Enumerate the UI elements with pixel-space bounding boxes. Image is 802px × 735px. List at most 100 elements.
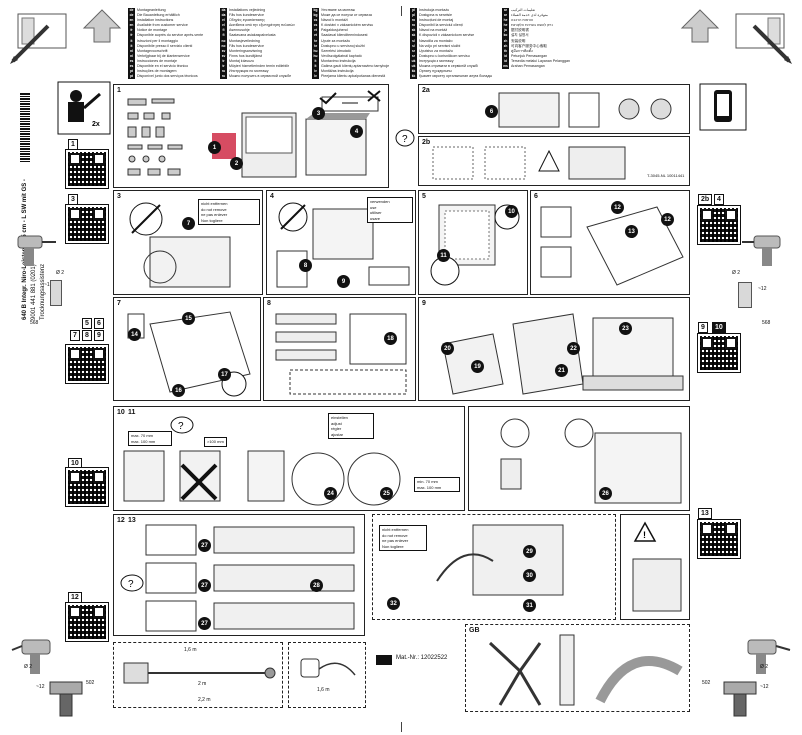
language-code: da xyxy=(220,8,227,14)
qr-code xyxy=(65,602,109,642)
language-text: Instrucțiuni de montaj xyxy=(419,18,454,23)
qr-code xyxy=(65,344,109,384)
drain-connection-diagram xyxy=(498,92,672,128)
language-code: no xyxy=(220,38,227,44)
step-number-badge: 9 xyxy=(337,275,350,288)
qr-index-label: 7 xyxy=(70,330,80,341)
hose-length-diagram xyxy=(123,662,276,684)
language-text: Montaj kılavuzu xyxy=(229,58,254,63)
step-number-badge: 28 xyxy=(310,579,323,592)
language-text: Instrucciones de montaje xyxy=(137,58,177,63)
language-text: Disponibile presso il servizio clienti xyxy=(137,43,193,48)
language-code: fr xyxy=(128,33,135,39)
language-code: hu xyxy=(312,53,319,59)
panel-number: 8 xyxy=(267,300,271,307)
language-text: Návod k montáži xyxy=(321,18,348,23)
qr-index-label: 13 xyxy=(698,508,712,519)
gap-note: >100 mm xyxy=(204,437,227,447)
language-code: ru xyxy=(220,69,227,75)
panel-number: 3 xyxy=(117,193,121,200)
step-panel-6: 6 12 13 12 xyxy=(530,190,690,295)
power-plug-icon xyxy=(300,658,356,678)
panel-number: 2a xyxy=(422,87,430,94)
language-text: Οδηγίες εγκατάστασης xyxy=(229,18,266,23)
step-number-badge: 7 xyxy=(182,217,195,230)
step-number-badge: 23 xyxy=(619,322,632,335)
door-opening-sequence-diagram xyxy=(442,313,684,395)
language-code: en xyxy=(128,18,135,24)
language-text: Paigaldusjuhend xyxy=(321,28,348,33)
panel-number: 9 xyxy=(422,300,426,307)
language-text: Fås hos kundeservice xyxy=(229,13,264,18)
cabinet-options-diagram xyxy=(432,146,626,180)
tray-removal-diagram xyxy=(129,202,231,288)
step-number-badge: 32 xyxy=(387,597,400,610)
language-text: ניתן להשיג בשירות הלקוחות xyxy=(511,23,553,28)
step-number-badge: 20 xyxy=(441,342,454,355)
language-text: Instruções de montagem xyxy=(137,69,177,74)
language-code: ms xyxy=(502,64,509,70)
language-code: fr xyxy=(128,28,135,34)
qr-index-row: 9 10 xyxy=(698,322,730,333)
language-text: Upute za montažu xyxy=(321,38,351,43)
language-code: id xyxy=(502,53,509,59)
language-code: bg xyxy=(312,13,319,19)
language-code: lv xyxy=(312,69,319,75)
language-code: sl xyxy=(410,43,417,49)
language-list-6 xyxy=(594,8,676,84)
plinth-mounting-diagram xyxy=(145,524,355,632)
language-text: Disponible auprès du service après-vente xyxy=(137,33,204,38)
warning-icon: ! xyxy=(633,521,657,542)
svg-text:?: ? xyxy=(402,134,408,145)
drill-icon xyxy=(17,235,56,266)
language-text: Dostępna w serwisie xyxy=(419,13,452,18)
language-text: 安装说明 xyxy=(511,38,526,43)
barcode xyxy=(20,92,30,162)
language-text: 설치 설명서 xyxy=(511,33,529,38)
step-number-badge: 1 xyxy=(208,141,221,154)
dimension-label: Ø 2 xyxy=(732,270,741,276)
step-number-badge: 16 xyxy=(172,384,185,397)
language-text: Die Bauanleitung erhältlich xyxy=(137,13,180,18)
step-panel-1: 1 1 2 3 4 xyxy=(113,84,389,188)
pliers-and-hose-diagram xyxy=(488,634,683,706)
dimension-label: 502 xyxy=(86,680,95,686)
language-code: ro xyxy=(410,23,417,29)
dimension-label: ~12 xyxy=(36,684,45,690)
language-text: Fås hos kundeservice xyxy=(229,43,264,48)
step-number-badge: 13 xyxy=(625,225,638,238)
language-code: et xyxy=(312,33,319,39)
language-text: Müşteri hizmetlerinden temin edilebilir xyxy=(229,64,290,69)
language-code: cs xyxy=(312,23,319,29)
qr-index-label: 9 xyxy=(698,322,708,333)
step-panel-2b: 2b T-3045-NL 10011441 xyxy=(418,136,690,186)
product-number: 9001 441 881 (0201) xyxy=(31,264,37,320)
wrench-tool-icon: 2x xyxy=(57,81,111,135)
language-text: Montāžas instrukcija xyxy=(321,69,354,74)
step-number-badge: 27 xyxy=(198,579,211,592)
step-number-badge: 29 xyxy=(523,545,536,558)
